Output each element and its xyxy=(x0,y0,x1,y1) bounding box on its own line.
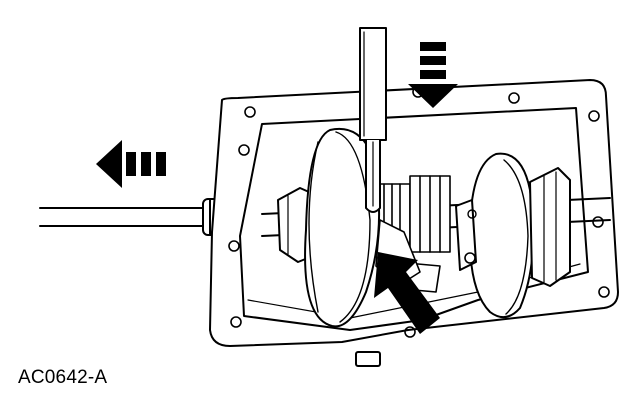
triple-bar-arrow-left-icon xyxy=(96,140,166,188)
solid-arrow-up-left-icon xyxy=(374,252,440,334)
left-synchronizer-sleeve xyxy=(304,128,381,328)
drain-plug xyxy=(355,351,381,367)
triple-bar-arrow-down-icon xyxy=(408,42,458,108)
shift-rail-rod xyxy=(39,198,230,236)
right-synchronizer-assembly xyxy=(455,152,571,319)
figure-id-label: AC0642-A xyxy=(18,367,108,388)
drift-punch-tool xyxy=(359,27,387,213)
